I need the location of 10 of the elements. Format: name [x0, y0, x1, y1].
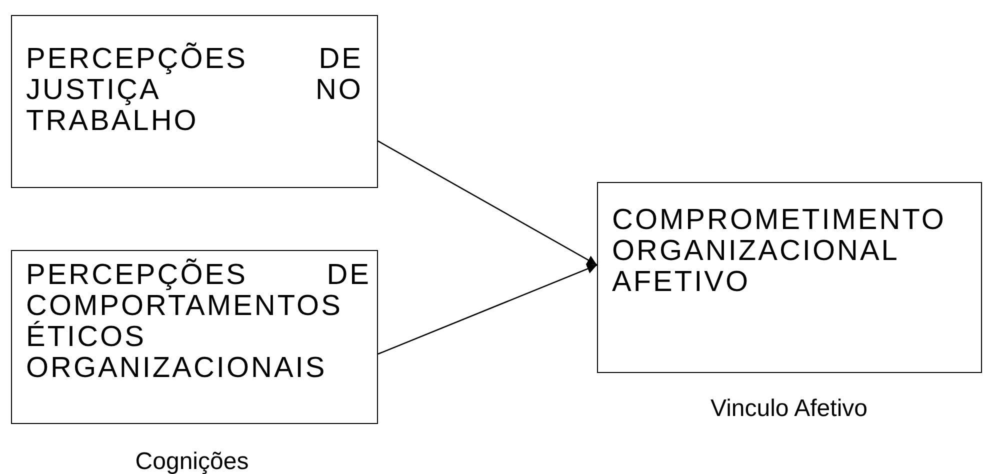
group-label: Vinculo Afetivo — [710, 395, 868, 423]
concept-box — [11, 250, 378, 424]
group-label: Cognições — [135, 448, 249, 474]
concept-box — [597, 182, 982, 373]
box-text: PERCEPÇÕES DE JUSTIÇA NO TRABALHO — [26, 44, 363, 137]
box-text: PERCEPÇÕES DE COMPORTAMENTOS ÉTICOS ORGANIZACIONAIS — [26, 260, 371, 384]
concept-box — [11, 15, 378, 188]
arrow — [378, 140, 598, 266]
arrow — [378, 264, 598, 355]
box-text: COMPROMETIMENTO ORGANIZACIONAL AFETIVO — [612, 205, 947, 298]
